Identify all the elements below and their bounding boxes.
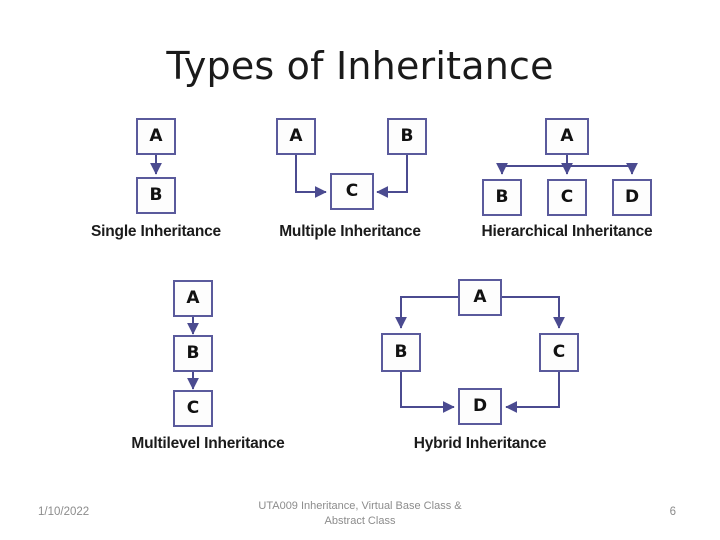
node-label: B (400, 126, 414, 146)
multilevel-inheritance-connectors (187, 317, 199, 390)
footer-subject-line-1: UTA009 Inheritance, Virtual Base Class & (258, 500, 462, 512)
node-label: C (345, 181, 359, 201)
hybrid-inheritance-connectors (395, 296, 565, 413)
node-label: A (473, 287, 487, 307)
single-inheritance-connectors (150, 155, 162, 175)
node-box-c: C (539, 333, 579, 372)
node-label: B (495, 187, 509, 207)
node-box-b: B (482, 179, 522, 216)
node-label: B (394, 342, 408, 362)
node-box-b: B (387, 118, 427, 155)
node-box-a: A (276, 118, 316, 155)
node-box-d: D (612, 179, 652, 216)
node-label: D (472, 396, 488, 416)
node-box-a: A (458, 279, 502, 316)
node-box-b: B (381, 333, 421, 372)
figure-hierarchical-inheritance: A B C D Hierarchical Inheritance (466, 108, 666, 248)
page-title: Types of Inheritance (166, 44, 554, 88)
node-label: D (624, 187, 640, 207)
footer-subject-line-2: Abstract Class (324, 514, 396, 527)
figure-hybrid-inheritance: A B C D Hybrid Inheritance (372, 272, 598, 457)
diagram-area: A B Single Inheritance A (0, 100, 720, 470)
figure-caption-single: Single Inheritance (91, 223, 221, 240)
node-label: A (186, 288, 200, 308)
node-label: A (289, 126, 303, 146)
node-label: A (560, 126, 574, 146)
node-label: C (560, 187, 574, 207)
footer-subject: UTA009 Inheritance, Virtual Base Class &… (200, 499, 520, 529)
footer-date: 1/10/2022 (38, 506, 90, 518)
node-box-a: A (173, 280, 213, 317)
node-box-d: D (458, 388, 502, 425)
figure-caption-hierarchical: Hierarchical Inheritance (481, 223, 653, 240)
node-label: C (552, 342, 566, 362)
figure-caption-multilevel: Multilevel Inheritance (131, 435, 285, 452)
node-label: B (149, 185, 163, 205)
node-box-b: B (136, 177, 176, 214)
figure-single-inheritance: A B Single Inheritance (91, 108, 246, 248)
figure-caption-multiple: Multiple Inheritance (279, 223, 421, 240)
slide-footer: 1/10/2022 UTA009 Inheritance, Virtual Ba… (0, 495, 720, 540)
node-label: A (149, 126, 163, 146)
multiple-inheritance-connectors (295, 155, 408, 198)
node-label: B (186, 343, 200, 363)
node-box-b: B (173, 335, 213, 372)
figure-multiple-inheritance: A B C Multiple Inheritance (262, 108, 438, 248)
footer-page-number: 6 (669, 506, 676, 518)
node-box-a: A (545, 118, 589, 155)
figure-multilevel-inheritance: A B C Multilevel Inheritance (131, 272, 285, 457)
figure-caption-hybrid: Hybrid Inheritance (413, 435, 547, 452)
node-box-a: A (136, 118, 176, 155)
node-label: C (186, 398, 200, 418)
node-box-c: C (330, 173, 374, 210)
node-box-c: C (173, 390, 213, 427)
hierarchical-inheritance-connectors (496, 155, 638, 175)
node-box-c: C (547, 179, 587, 216)
